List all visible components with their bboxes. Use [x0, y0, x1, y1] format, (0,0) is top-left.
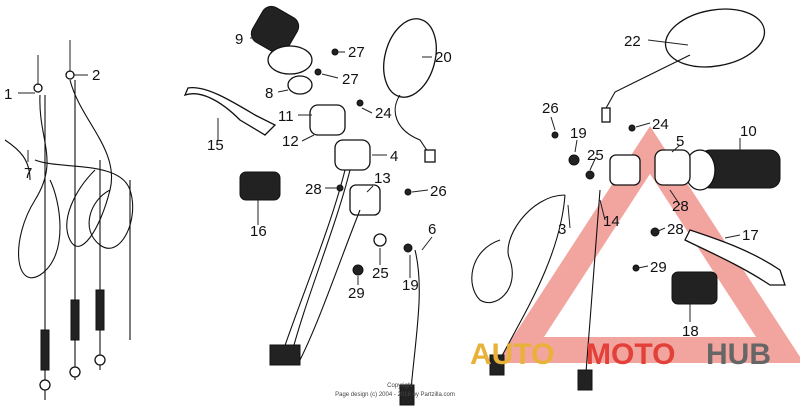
callout-29: 29: [348, 285, 365, 302]
callout-3: 3: [558, 221, 566, 238]
callout-24-right: 24: [652, 116, 669, 133]
throttle-grip-right: [684, 149, 781, 191]
callout-26: 26: [430, 183, 447, 200]
callout-1: 1: [4, 86, 12, 103]
brake-lever-right: [684, 229, 786, 286]
wire-harness-middle: [269, 169, 420, 406]
copyright-line-2: Page design (c) 2004 - 2016 by Partzilla…: [335, 392, 455, 398]
callout-14: 14: [603, 213, 620, 230]
callout-28-right-b: 28: [667, 221, 684, 238]
callout-7: 7: [24, 165, 32, 182]
cable-group-left: [4, 40, 134, 400]
callout-5: 5: [676, 133, 684, 150]
throttle-grip: [250, 5, 313, 95]
callout-22: 22: [624, 33, 641, 50]
callout-10: 10: [740, 123, 757, 140]
callout-29-right: 29: [650, 259, 667, 276]
lever-bracket-16: [239, 171, 281, 201]
callout-8: 8: [265, 85, 273, 102]
callout-19-right: 19: [570, 125, 587, 142]
callout-18: 18: [682, 323, 699, 340]
copyright-notice: Copyright Page design (c) 2004 - 2016 by…: [335, 383, 455, 398]
watermark-hub: HUB: [706, 338, 771, 371]
callout-16: 16: [250, 223, 267, 240]
clutch-lever-left: [183, 86, 277, 136]
watermark-moto: MOTO: [586, 338, 675, 371]
callout-25-right: 25: [587, 147, 604, 164]
callout-19: 19: [402, 277, 419, 294]
callout-9: 9: [235, 31, 243, 48]
mirror-right: [601, 8, 766, 123]
leader-lines: [18, 37, 741, 322]
cable-loop-right: [471, 189, 601, 391]
callout-25: 25: [372, 265, 389, 282]
callout-11: 11: [278, 108, 294, 125]
callout-labels-middle: 9 27 27 20 8 11 24 12 15 4 16 28 13 26 6…: [207, 31, 452, 302]
callout-labels-right: 22 26 19 24 10 5 25 14 3 28 28 17 29 18: [542, 33, 759, 340]
callout-17: 17: [742, 227, 759, 244]
watermark-logo: AUTO MOTO HUB: [470, 338, 771, 371]
callout-labels-left: 1 2 7: [4, 67, 100, 182]
right-switch-housing: [609, 149, 691, 186]
watermark-auto: AUTO: [470, 338, 554, 371]
callout-6: 6: [428, 221, 436, 238]
mirror-left: [383, 18, 437, 163]
small-fasteners-right: [551, 124, 660, 272]
callout-20: 20: [435, 49, 452, 66]
callout-13: 13: [374, 170, 391, 187]
switch-housing-upper: [309, 104, 381, 216]
callout-28: 28: [305, 181, 322, 198]
callout-4: 4: [390, 148, 398, 165]
callout-2: 2: [92, 67, 100, 84]
callout-12: 12: [282, 133, 299, 150]
brake-bracket-18: [671, 271, 718, 305]
callout-27b: 27: [342, 71, 359, 88]
callout-24: 24: [375, 105, 392, 122]
callout-27a: 27: [348, 44, 365, 61]
callout-15: 15: [207, 137, 224, 154]
callout-26-right: 26: [542, 100, 559, 117]
callout-28-right-a: 28: [672, 198, 689, 215]
copyright-line-1: Copyright: [387, 383, 413, 389]
